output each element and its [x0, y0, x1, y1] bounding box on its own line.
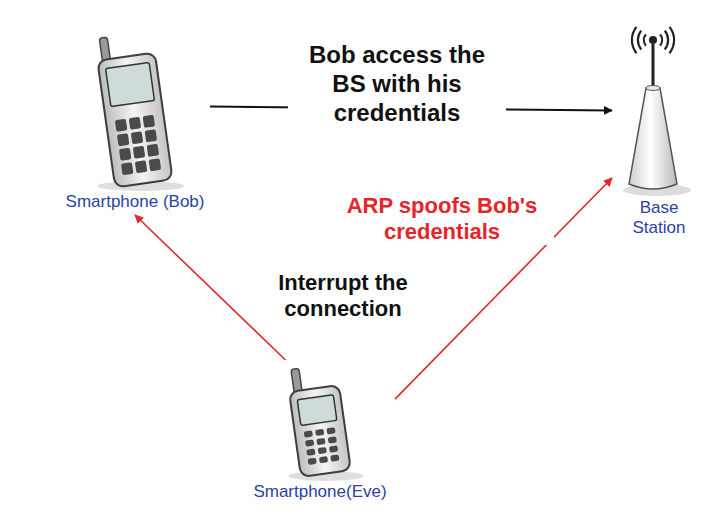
- phone-body: [289, 385, 351, 477]
- phone-key: [149, 158, 162, 171]
- phone-key: [316, 438, 325, 445]
- phone-key: [143, 115, 156, 128]
- phone-key: [304, 430, 313, 437]
- phone-key: [129, 117, 142, 130]
- antenna-tip: [649, 36, 657, 44]
- phone-key: [145, 129, 158, 142]
- phone-key: [329, 445, 338, 452]
- antenna-mast: [652, 44, 655, 88]
- tower-body: [629, 88, 677, 189]
- phone-key: [308, 458, 317, 465]
- smartphone-node: Smartphone(Eve): [245, 360, 395, 505]
- phone-key: [328, 436, 337, 443]
- phone-key: [133, 146, 146, 159]
- base-station-node: Base Station: [612, 16, 706, 241]
- phone-key: [135, 160, 148, 173]
- phone-key: [326, 427, 335, 434]
- phone-key: [306, 449, 315, 456]
- base-station-icon: [616, 18, 702, 198]
- radio-wave: [664, 30, 669, 50]
- phone-screen: [297, 395, 337, 426]
- radio-wave: [669, 26, 676, 54]
- phone-key: [318, 447, 327, 454]
- phone-key: [131, 131, 144, 144]
- edge-label: Bob access the BS with his credentials: [288, 40, 506, 127]
- tower-top: [646, 86, 660, 91]
- phone-key: [319, 456, 328, 463]
- smartphone-icon: [64, 30, 206, 192]
- phone-body: [97, 53, 172, 188]
- phone-key: [147, 144, 160, 157]
- phone-key: [117, 133, 130, 146]
- smartphone-icon: [249, 362, 391, 482]
- phone-key: [121, 162, 134, 175]
- radio-wave: [637, 30, 642, 50]
- radio-wave: [631, 26, 638, 54]
- phone-key: [315, 429, 324, 436]
- radio-wave: [643, 34, 647, 47]
- edge-label: Interrupt the connection: [252, 270, 434, 322]
- node-caption: Smartphone (Bob): [64, 192, 206, 212]
- edge-label: ARP spoofs Bob's credentials: [330, 193, 554, 245]
- radio-wave: [659, 34, 663, 47]
- node-caption: Base Station: [616, 198, 702, 238]
- phone-screen: [106, 62, 155, 106]
- phone-key: [119, 148, 132, 161]
- node-caption: Smartphone(Eve): [249, 482, 391, 502]
- phone-key: [305, 439, 314, 446]
- smartphone-node: Smartphone (Bob): [60, 28, 210, 215]
- phone-key: [330, 454, 339, 461]
- phone-key: [115, 119, 128, 132]
